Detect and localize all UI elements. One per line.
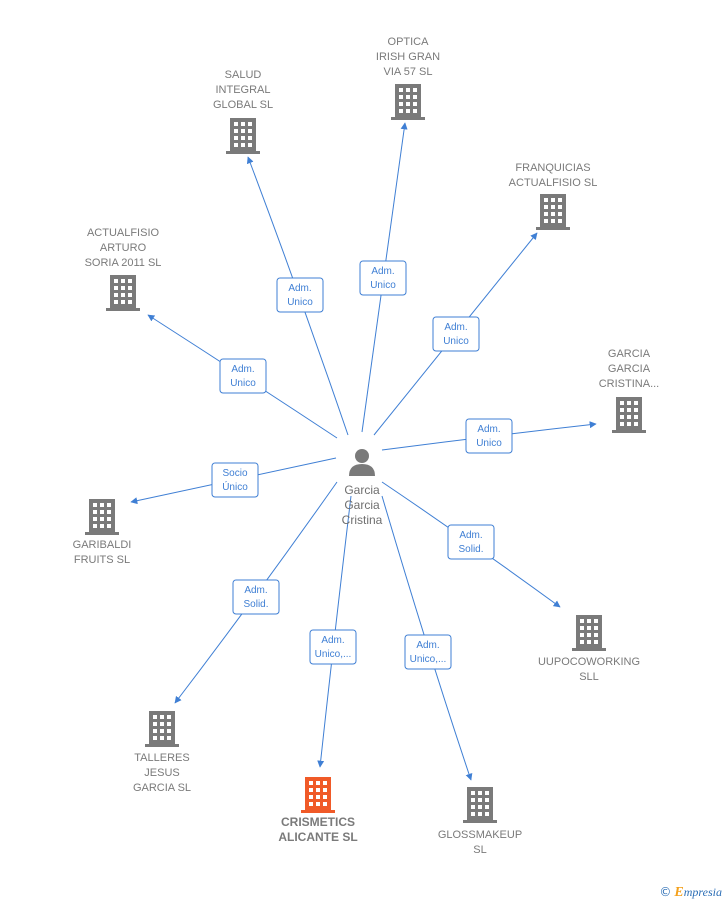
- edge-label-text: Solid.: [458, 544, 483, 555]
- company-name-line: TALLERES: [134, 752, 189, 764]
- person-name-line: Cristina: [342, 513, 383, 527]
- company-node-talleres[interactable]: TALLERES JESUS GARCIA SL: [133, 711, 191, 794]
- brand-name: mpresia: [683, 885, 722, 899]
- edge-actualfisio[interactable]: Adm. Unico: [147, 314, 338, 439]
- company-name-line: ACTUALFISIO: [87, 227, 160, 239]
- person-name-line: Garcia: [344, 483, 380, 497]
- edge-uupo[interactable]: Adm. Solid.: [381, 481, 561, 608]
- edge-label-box[interactable]: [232, 579, 280, 615]
- company-name-line: GARCIA SL: [133, 782, 191, 794]
- edge-label-text: Unico: [287, 297, 313, 308]
- company-node-garibaldi[interactable]: GARIBALDI FRUITS SL: [73, 499, 132, 566]
- company-name-line: GARCIA: [608, 348, 651, 360]
- building-icon: [536, 194, 570, 230]
- edge-label-box[interactable]: [276, 277, 324, 313]
- edge-label-text: Adm.: [459, 530, 482, 541]
- edge-label-text: Adm.: [321, 635, 344, 646]
- edge-label-text: Adm.: [444, 322, 467, 333]
- edge-label-text: Adm.: [231, 364, 254, 375]
- company-node-uupo[interactable]: UUPOCOWORKING SLL: [538, 615, 640, 683]
- edge-label-text: Unico: [230, 378, 256, 389]
- edges-layer: Adm.UnicoAdm.UnicoAdm.UnicoAdm.UnicoAdm.…: [130, 122, 597, 781]
- edge-label-box[interactable]: [309, 629, 357, 665]
- edge-label-box[interactable]: [219, 358, 267, 394]
- edge-label-text: Unico: [370, 280, 396, 291]
- company-node-glossmakeup[interactable]: GLOSSMAKEUP SL: [438, 787, 522, 856]
- edge-talleres[interactable]: Adm. Solid.: [174, 481, 338, 704]
- edge-label-box[interactable]: [211, 462, 259, 498]
- edge-label-box[interactable]: [359, 260, 407, 296]
- company-name-line: GARCIA: [608, 363, 651, 375]
- building-icon: [463, 787, 497, 823]
- building-icon: [391, 84, 425, 120]
- company-name-line: VIA 57 SL: [384, 66, 433, 78]
- brand-initial: E: [674, 885, 684, 900]
- company-name-line: CRISTINA...: [599, 378, 660, 390]
- company-name-line: CRISMETICS: [281, 815, 355, 829]
- company-node-salud[interactable]: SALUD INTEGRAL GLOBAL SL: [213, 69, 273, 154]
- edge-crismetics[interactable]: Adm. Unico,...: [309, 495, 357, 768]
- edge-label-text: Unico: [476, 438, 502, 449]
- company-name-line: ACTUALFISIO SL: [509, 177, 598, 189]
- edge-label-text: Unico,...: [315, 649, 352, 660]
- edge-label-text: Solid.: [243, 599, 268, 610]
- edge-glossmakeup[interactable]: Adm. Unico,...: [381, 495, 473, 781]
- company-name-line: SALUD: [225, 69, 262, 81]
- edge-optica[interactable]: Adm. Unico: [359, 122, 408, 433]
- edge-salud[interactable]: Adm. Unico: [246, 156, 349, 436]
- edge-label-text: Único: [222, 480, 248, 493]
- building-icon: [226, 118, 260, 154]
- person-name-line: Garcia: [344, 498, 380, 512]
- building-icon: [612, 397, 646, 433]
- edge-label-text: Socio: [222, 468, 247, 479]
- building-icon: [572, 615, 606, 651]
- company-name-line: ARTURO: [100, 242, 147, 254]
- company-node-optica[interactable]: OPTICA IRISH GRAN VIA 57 SL: [376, 36, 440, 120]
- edge-garcia[interactable]: Adm. Unico: [381, 418, 597, 454]
- building-icon: [106, 275, 140, 311]
- edge-label-box[interactable]: [447, 524, 495, 560]
- company-name-line: SL: [473, 844, 486, 856]
- company-name-line: INTEGRAL: [215, 84, 270, 96]
- edge-label-text: Adm.: [288, 283, 311, 294]
- company-name-line: FRANQUICIAS: [515, 162, 590, 174]
- company-name-line: FRUITS SL: [74, 554, 130, 566]
- edge-label-box[interactable]: [404, 634, 452, 670]
- nodes-layer: SALUD INTEGRAL GLOBAL SL OPTICA IRISH GRAN VI…: [73, 36, 660, 856]
- person-icon: [349, 449, 375, 476]
- company-node-franquicias[interactable]: FRANQUICIAS ACTUALFISIO SL: [509, 162, 598, 230]
- edge-label-box[interactable]: [465, 418, 513, 454]
- company-node-garcia[interactable]: GARCIA GARCIA CRISTINA...: [599, 348, 660, 433]
- copyright-symbol: ©: [659, 885, 672, 899]
- company-name-line: GARIBALDI: [73, 539, 132, 551]
- company-name-line: UUPOCOWORKING: [538, 656, 640, 668]
- company-node-actualfisio[interactable]: ACTUALFISIO ARTURO SORIA 2011 SL: [85, 227, 162, 311]
- company-name-line: SORIA 2011 SL: [85, 257, 162, 269]
- building-icon: [301, 777, 335, 813]
- edge-label-text: Adm.: [477, 424, 500, 435]
- company-name-line: ALICANTE SL: [278, 830, 357, 844]
- company-name-line: JESUS: [144, 767, 179, 779]
- edge-label-text: Adm.: [244, 585, 267, 596]
- building-icon: [85, 499, 119, 535]
- edge-label-text: Unico,...: [410, 654, 447, 665]
- edge-label-text: Adm.: [371, 266, 394, 277]
- edge-label-text: Adm.: [416, 640, 439, 651]
- company-name-line: OPTICA: [388, 36, 430, 48]
- edge-label-text: Unico: [443, 336, 469, 347]
- company-name-line: SLL: [579, 671, 599, 683]
- edge-label-box[interactable]: [432, 316, 480, 352]
- building-icon: [145, 711, 179, 747]
- company-name-line: GLOBAL SL: [213, 99, 273, 111]
- brand-watermark: © Empresia: [659, 885, 722, 901]
- company-name-line: IRISH GRAN: [376, 51, 440, 63]
- edge-franquicias[interactable]: Adm. Unico: [373, 232, 538, 436]
- company-name-line: GLOSSMAKEUP: [438, 829, 522, 841]
